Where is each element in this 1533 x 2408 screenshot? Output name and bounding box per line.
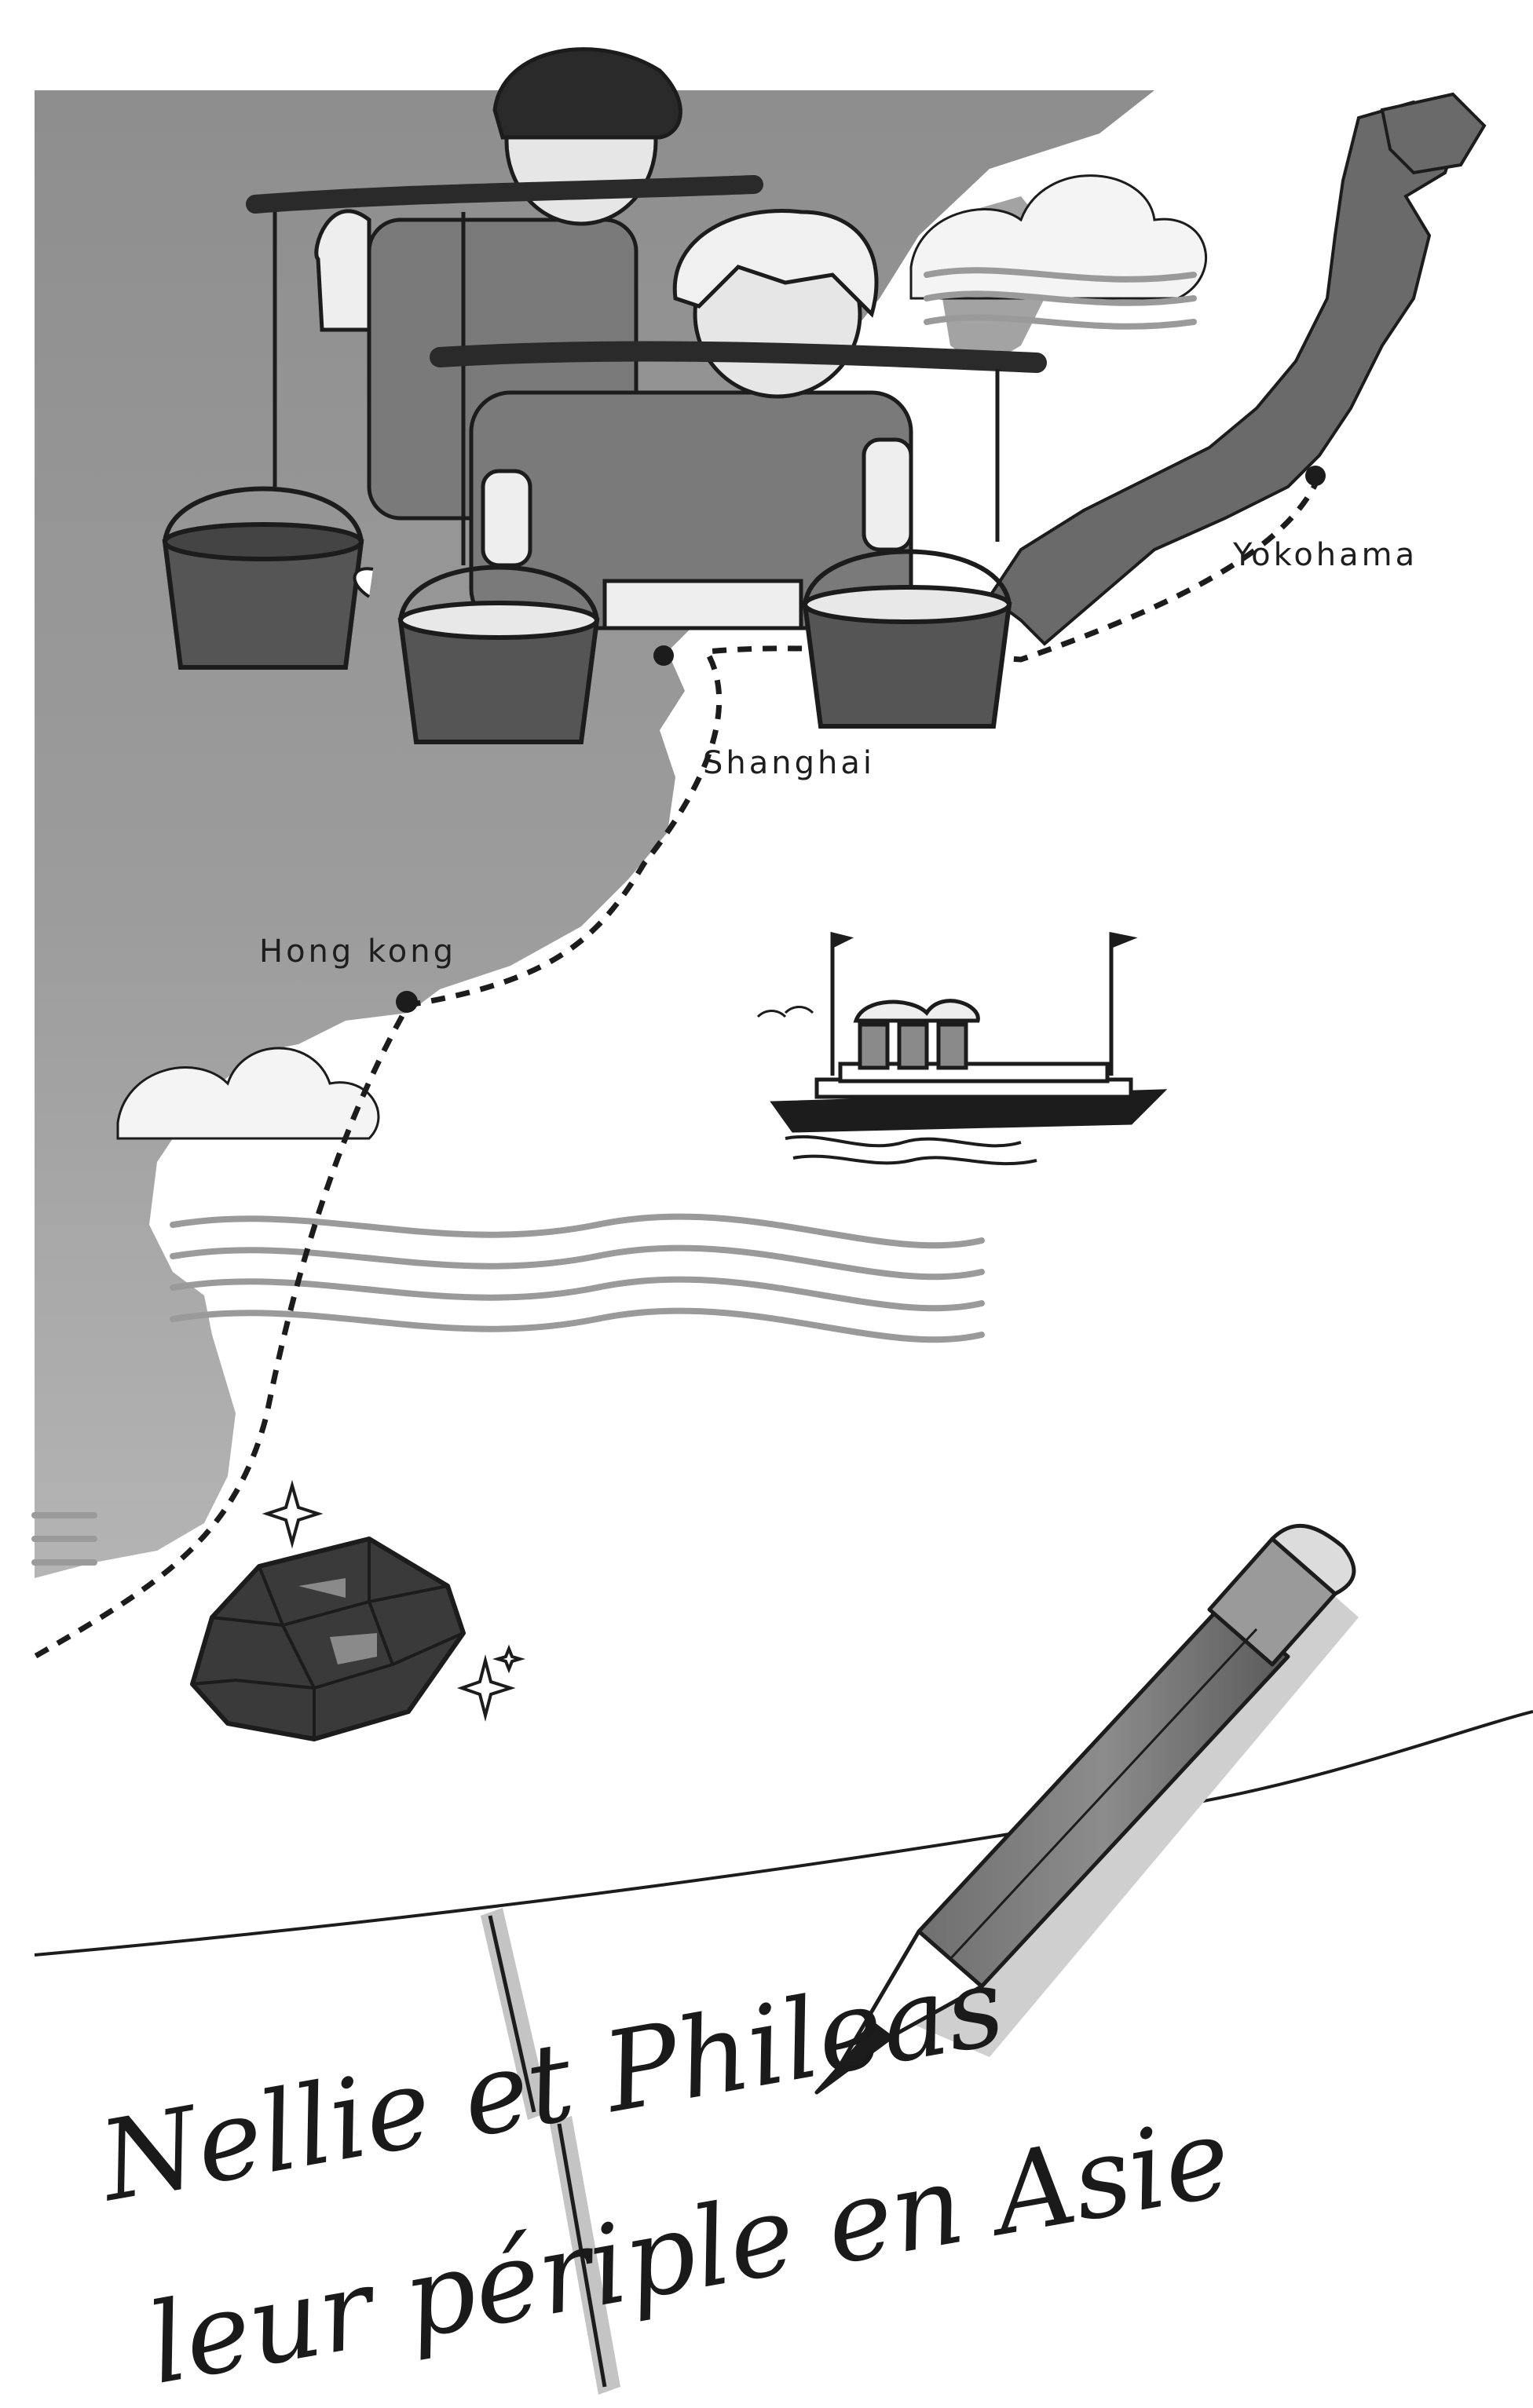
gem-body bbox=[190, 1537, 466, 1741]
ship-flag-2 bbox=[1109, 931, 1138, 949]
sparkle-1 bbox=[262, 1479, 324, 1549]
sparkle-3 bbox=[492, 1644, 525, 1674]
city-hong-kong: Hong kong bbox=[259, 934, 456, 1013]
correction-marks bbox=[481, 1908, 620, 2395]
paper-edge-line bbox=[34, 1710, 1533, 1957]
pencil bbox=[814, 1523, 1359, 2095]
pencil-lead bbox=[814, 2023, 894, 2095]
city-label-shanghai: Shanghai bbox=[703, 745, 875, 781]
sparkle-2 bbox=[456, 1654, 516, 1722]
city-marker-hong-kong bbox=[396, 991, 418, 1013]
yoke-pole-back bbox=[246, 175, 763, 214]
water-buckets bbox=[162, 486, 1012, 744]
city-label-yokohama: Yokohama bbox=[1232, 537, 1418, 573]
steamship bbox=[756, 931, 1168, 1166]
ship-flag-1 bbox=[830, 931, 854, 950]
ship-funnel-2 bbox=[897, 1022, 929, 1070]
pencil-eraser bbox=[1270, 1523, 1356, 1596]
city-marker-shanghai bbox=[653, 645, 674, 666]
ship-funnel-3 bbox=[936, 1022, 968, 1070]
city-label-hong-kong: Hong kong bbox=[259, 934, 456, 970]
ship-funnel-1 bbox=[858, 1022, 890, 1070]
sparkles bbox=[262, 1479, 525, 1722]
travel-route bbox=[33, 474, 1323, 1660]
title: Nellie et Phileas leur périple en Asie bbox=[90, 1942, 1240, 2408]
city-yokohama: Yokohama bbox=[1232, 466, 1418, 573]
yoke-pole-front bbox=[430, 341, 1047, 373]
city-marker-yokohama bbox=[1305, 466, 1326, 486]
hokkaido-land bbox=[1380, 92, 1487, 175]
water-splash bbox=[353, 567, 374, 598]
japan-land bbox=[987, 100, 1463, 646]
map: Yokohama Shanghai Hong kong bbox=[31, 90, 1487, 1660]
city-shanghai: Shanghai bbox=[653, 645, 875, 781]
wave-lines bbox=[31, 267, 1197, 1566]
gemstone bbox=[190, 1537, 466, 1741]
water-carriers bbox=[162, 47, 1047, 744]
mainland-land bbox=[35, 90, 1154, 1578]
